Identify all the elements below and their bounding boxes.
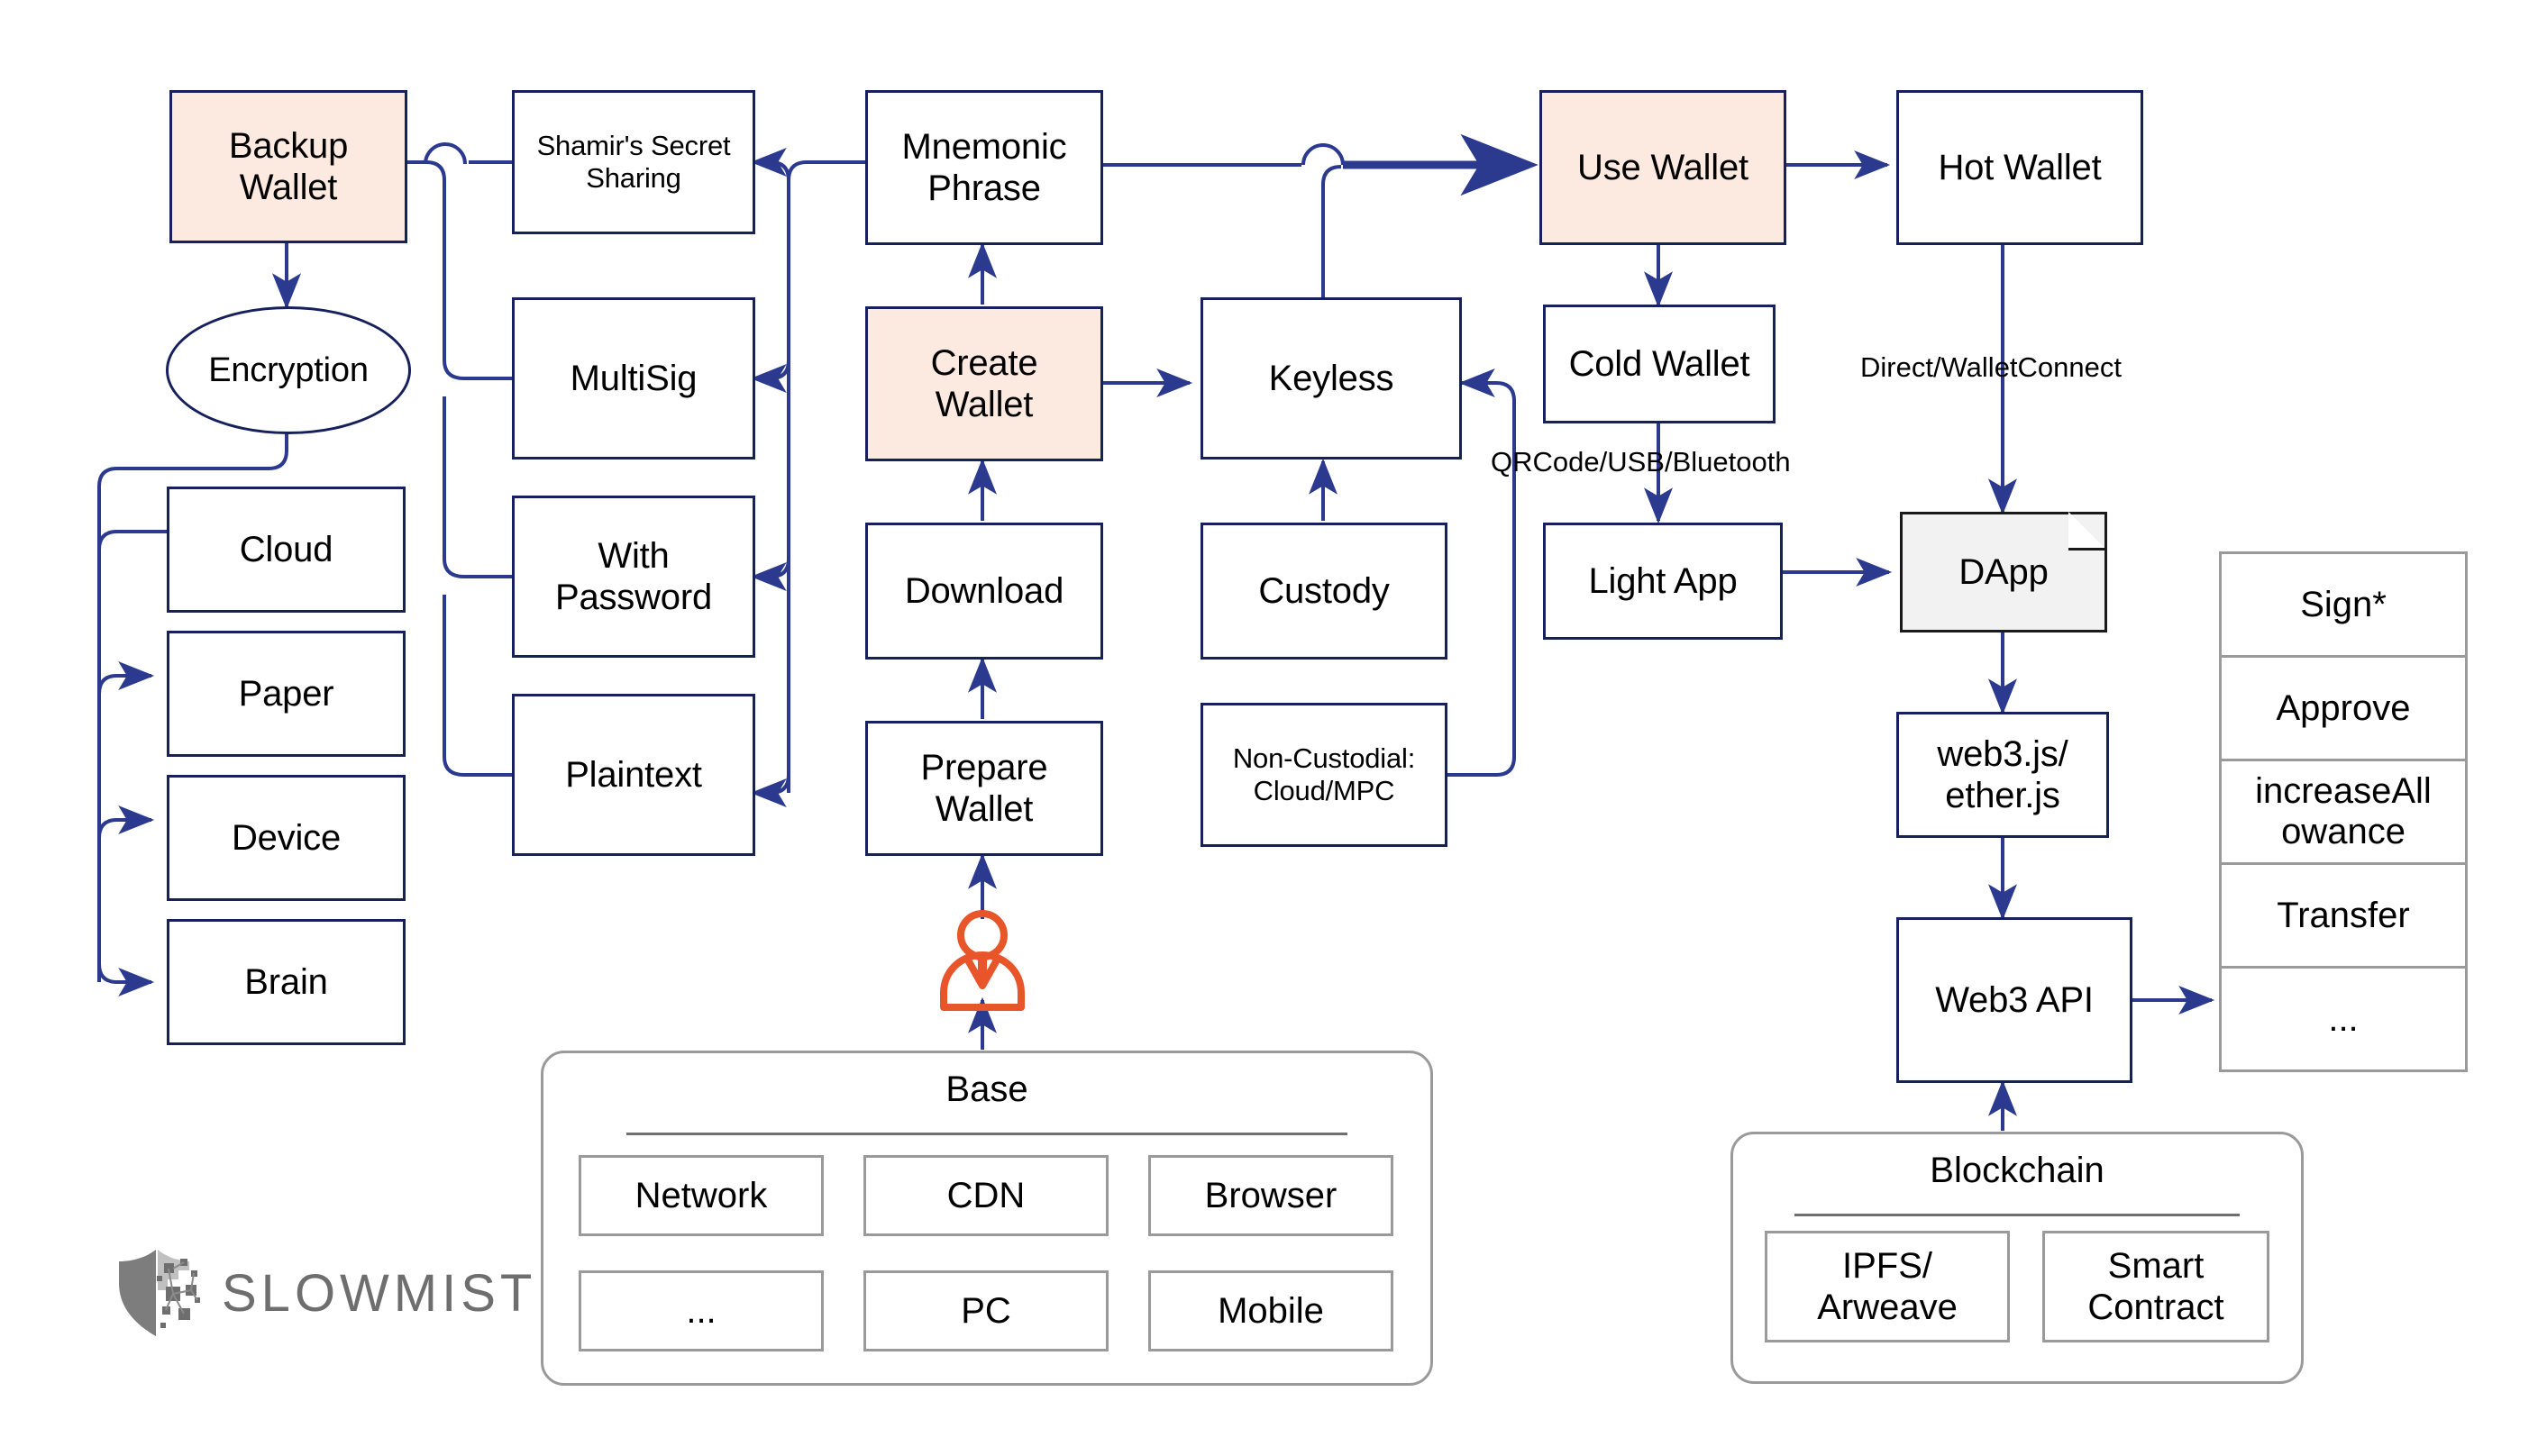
- group-base-title: Base: [945, 1069, 1028, 1109]
- method-row-increaseallowance[interactable]: increaseAll owance: [2222, 761, 2465, 865]
- dapp-method-list[interactable]: Sign* Approve increaseAll owance Transfe…: [2219, 551, 2468, 1072]
- method-increaseallowance-line2: owance: [2281, 812, 2406, 851]
- non-custodial-line1: Non-Custodial:: [1232, 742, 1416, 775]
- node-multisig[interactable]: MultiSig: [512, 297, 755, 460]
- chip-more-label: ...: [686, 1290, 717, 1331]
- chip-cdn-label: CDN: [946, 1175, 1026, 1215]
- chip-browser-label: Browser: [1204, 1175, 1337, 1215]
- method-sign-label: Sign*: [2300, 584, 2387, 624]
- node-use-wallet[interactable]: Use Wallet: [1539, 90, 1786, 245]
- light-app-label: Light App: [1588, 560, 1738, 601]
- use-wallet-label: Use Wallet: [1577, 147, 1748, 187]
- chip-pc-label: PC: [961, 1290, 1011, 1331]
- device-label: Device: [231, 817, 342, 858]
- custody-label: Custody: [1258, 570, 1390, 611]
- hot-wallet-label: Hot Wallet: [1938, 147, 2102, 187]
- method-row-sign[interactable]: Sign*: [2222, 554, 2465, 658]
- node-download[interactable]: Download: [865, 523, 1103, 660]
- chip-network-label: Network: [634, 1175, 768, 1215]
- backup-wallet-line1: Backup: [228, 125, 349, 166]
- chip-mobile[interactable]: Mobile: [1148, 1270, 1393, 1351]
- chip-browser[interactable]: Browser: [1148, 1155, 1393, 1236]
- method-row-more[interactable]: ...: [2222, 969, 2465, 1069]
- note-fold-icon: [2068, 512, 2107, 551]
- chip-mobile-label: Mobile: [1218, 1290, 1324, 1331]
- node-brain[interactable]: Brain: [167, 919, 406, 1045]
- with-password-line2: Password: [554, 578, 713, 617]
- node-mnemonic-phrase[interactable]: Mnemonic Phrase: [865, 90, 1103, 245]
- node-custody[interactable]: Custody: [1201, 523, 1447, 660]
- shield-icon: [119, 1250, 200, 1336]
- node-shamirs-secret-sharing[interactable]: Shamir's Secret Sharing: [512, 90, 755, 234]
- with-password-line1: With: [598, 535, 670, 576]
- chip-ipfs-arweave[interactable]: IPFS/ Arweave: [1765, 1231, 2010, 1342]
- node-cold-wallet[interactable]: Cold Wallet: [1543, 305, 1776, 423]
- chip-smart-contract-line1: Smart: [2107, 1245, 2205, 1286]
- dapp-label: DApp: [1958, 551, 2049, 592]
- shamir-line1: Shamir's Secret: [536, 130, 731, 162]
- chip-pc[interactable]: PC: [863, 1270, 1109, 1351]
- node-dapp[interactable]: DApp: [1900, 512, 2107, 632]
- web3js-line1: web3.js/: [1937, 733, 2068, 774]
- create-wallet-line1: Create: [930, 342, 1038, 383]
- node-prepare-wallet[interactable]: Prepare Wallet: [865, 721, 1103, 856]
- node-keyless[interactable]: Keyless: [1201, 297, 1462, 460]
- node-paper[interactable]: Paper: [167, 631, 406, 757]
- node-backup-wallet[interactable]: Backup Wallet: [169, 90, 407, 243]
- chip-ipfs-line1: IPFS/: [1841, 1245, 1933, 1286]
- method-row-approve[interactable]: Approve: [2222, 658, 2465, 761]
- web3-api-label: Web3 API: [1935, 979, 2094, 1020]
- chip-ipfs-line2: Arweave: [1817, 1288, 1958, 1327]
- prepare-wallet-line1: Prepare: [920, 747, 1048, 787]
- method-approve-label: Approve: [2276, 687, 2411, 728]
- non-custodial-line2: Cloud/MPC: [1253, 775, 1395, 806]
- plaintext-label: Plaintext: [565, 754, 702, 795]
- node-hot-wallet[interactable]: Hot Wallet: [1896, 90, 2143, 245]
- chip-smart-contract-line2: Contract: [2087, 1288, 2224, 1327]
- method-row-transfer[interactable]: Transfer: [2222, 865, 2465, 969]
- edge-label-direct-walletconnect: Direct/WalletConnect: [1860, 351, 2123, 383]
- node-create-wallet[interactable]: Create Wallet: [865, 306, 1103, 461]
- node-plaintext[interactable]: Plaintext: [512, 694, 755, 856]
- chip-more[interactable]: ...: [579, 1270, 824, 1351]
- node-encryption[interactable]: Encryption: [166, 306, 411, 434]
- slowmist-logo: SLOWMIST: [108, 1243, 536, 1342]
- node-web3-api[interactable]: Web3 API: [1896, 917, 2132, 1083]
- method-transfer-label: Transfer: [2277, 895, 2410, 935]
- mnemonic-line2: Phrase: [927, 168, 1041, 208]
- encryption-label: Encryption: [208, 350, 369, 389]
- slowmist-wordmark: SLOWMIST: [222, 1263, 537, 1323]
- keyless-label: Keyless: [1268, 358, 1394, 398]
- edge-label-qrcode-usb-bluetooth: QRCode/USB/Bluetooth: [1491, 446, 1791, 478]
- method-increaseallowance-line1: increaseAll: [2255, 771, 2432, 812]
- cold-wallet-label: Cold Wallet: [1568, 343, 1750, 384]
- chip-cdn[interactable]: CDN: [863, 1155, 1109, 1236]
- node-device[interactable]: Device: [167, 775, 406, 901]
- user-actor-icon: [928, 910, 1036, 1011]
- group-blockchain-divider: [1794, 1214, 2240, 1216]
- node-light-app[interactable]: Light App: [1543, 523, 1783, 640]
- paper-label: Paper: [238, 673, 334, 714]
- node-cloud[interactable]: Cloud: [167, 487, 406, 613]
- shamir-line2: Sharing: [586, 162, 681, 194]
- node-with-password[interactable]: With Password: [512, 496, 755, 658]
- prepare-wallet-line2: Wallet: [935, 789, 1034, 829]
- brain-label: Brain: [244, 961, 328, 1002]
- chip-network[interactable]: Network: [579, 1155, 824, 1236]
- mnemonic-line1: Mnemonic: [901, 126, 1067, 167]
- method-more-label: ...: [2328, 998, 2359, 1039]
- node-non-custodial[interactable]: Non-Custodial: Cloud/MPC: [1201, 703, 1447, 847]
- download-label: Download: [904, 570, 1064, 611]
- backup-wallet-line2: Wallet: [239, 168, 338, 207]
- group-blockchain-title: Blockchain: [1930, 1151, 2104, 1190]
- web3js-line2: ether.js: [1945, 776, 2060, 815]
- create-wallet-line2: Wallet: [935, 385, 1034, 424]
- group-base-divider: [626, 1133, 1347, 1135]
- node-web3js-etherjs[interactable]: web3.js/ ether.js: [1896, 712, 2109, 838]
- chip-smart-contract[interactable]: Smart Contract: [2042, 1231, 2269, 1342]
- multisig-label: MultiSig: [570, 358, 698, 398]
- cloud-label: Cloud: [239, 529, 333, 569]
